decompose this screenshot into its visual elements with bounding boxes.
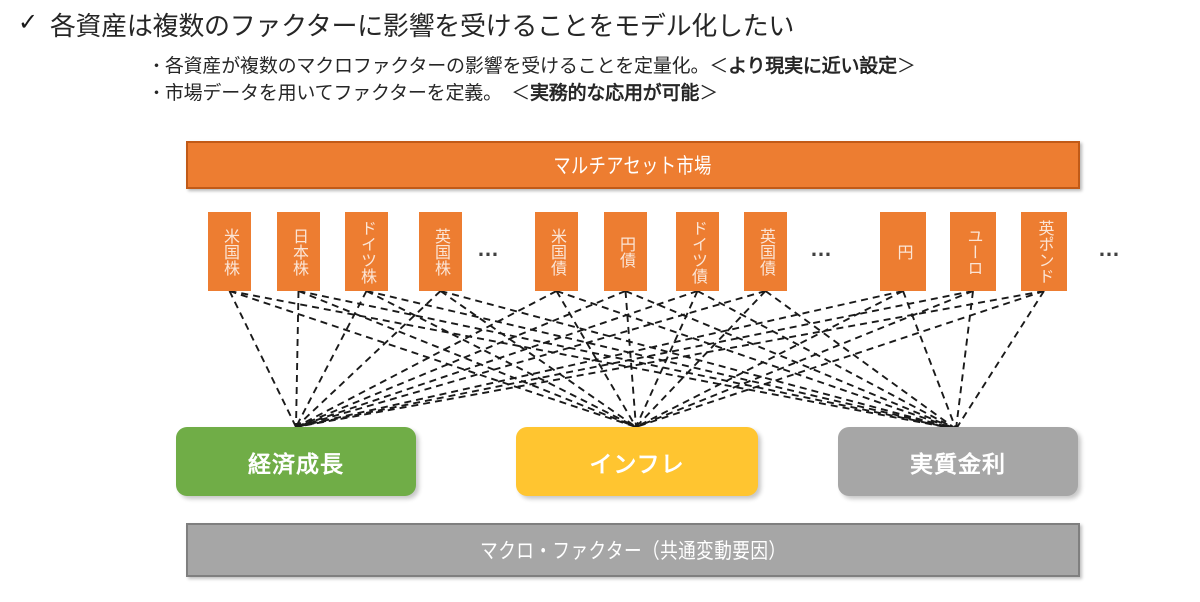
- factor-link: [635, 290, 699, 428]
- bullet-text-tail: ＞: [896, 56, 916, 77]
- asset-box-label: 英国債: [757, 227, 774, 276]
- bullet-text: 市場データを用いてファクターを定義。 ＜: [164, 83, 530, 104]
- factor-link: [366, 290, 637, 428]
- asset-box-label: ドイツ株: [358, 219, 375, 284]
- factor-link: [298, 290, 637, 428]
- factor-link: [902, 290, 957, 430]
- asset-box[interactable]: 英国株: [419, 212, 462, 291]
- asset-box[interactable]: 英ポンド: [1021, 212, 1067, 291]
- factor-link: [295, 290, 974, 428]
- bullet-emphasis: より現実に近い設定: [728, 56, 897, 77]
- macro-factor-bar-label: マクロ・ファクター（共通変動要因）: [479, 540, 787, 563]
- factor-link: [228, 290, 297, 428]
- factor-link: [295, 290, 300, 428]
- bullet-marker: ・: [148, 57, 165, 76]
- asset-box-label: ドイツ債: [689, 219, 706, 284]
- asset-box[interactable]: ユーロ: [950, 212, 996, 291]
- factor-link: [295, 290, 1045, 428]
- factor-link: [635, 290, 974, 428]
- asset-group-ellipsis: …: [1098, 236, 1123, 261]
- factor-box-rates[interactable]: 実質金利: [838, 427, 1078, 496]
- factor-link: [440, 290, 957, 430]
- factor-link: [366, 290, 957, 430]
- page-title-text: 各資産は複数のファクターに影響を受けることをモデル化したい: [49, 10, 795, 41]
- asset-box-label: 日本株: [290, 227, 307, 276]
- market-bar-label: マルチアセット市場: [553, 155, 713, 178]
- factor-link: [295, 290, 626, 428]
- factor-link: [955, 290, 974, 430]
- factor-link: [635, 290, 1045, 428]
- bullet-list: ・各資産が複数のマクロファクターの影響を受けることを定量化。＜より現実に近い設定…: [148, 53, 1188, 107]
- factor-link: [625, 290, 957, 430]
- asset-box[interactable]: 円債: [604, 212, 647, 291]
- asset-group-ellipsis: …: [477, 236, 502, 261]
- list-item: ・市場データを用いてファクターを定義。 ＜実務的な応用が可能＞: [148, 80, 1188, 107]
- factor-label: インフレ: [589, 450, 685, 477]
- market-bar: マルチアセット市場: [186, 141, 1080, 189]
- asset-box-label: 英国株: [432, 227, 449, 276]
- asset-box[interactable]: 米国株: [208, 212, 251, 291]
- factor-box-growth[interactable]: 経済成長: [176, 427, 416, 496]
- asset-box-label: 米国債: [548, 227, 565, 276]
- factor-link: [439, 290, 637, 428]
- factor-link: [295, 290, 904, 428]
- factor-box-inflation[interactable]: インフレ: [516, 427, 758, 496]
- bullet-text-tail: ＞: [699, 83, 718, 104]
- factor-link: [764, 290, 957, 430]
- bullet-marker: ・: [148, 84, 165, 103]
- factor-link: [229, 290, 637, 428]
- factor-link: [295, 290, 698, 428]
- factor-link: [295, 290, 368, 428]
- factor-link: [298, 290, 957, 430]
- factor-link: [555, 290, 637, 428]
- asset-box[interactable]: 日本株: [277, 212, 320, 291]
- factor-link: [295, 290, 442, 428]
- factor-link: [295, 290, 557, 428]
- check-icon: ✓: [18, 9, 38, 36]
- asset-box-label: 米国株: [221, 227, 238, 276]
- factor-link: [635, 290, 767, 428]
- asset-box[interactable]: 米国債: [535, 212, 578, 291]
- factor-link: [229, 290, 957, 430]
- asset-box-label: 英ポンド: [1035, 219, 1053, 284]
- factor-link: [624, 290, 637, 428]
- factor-label: 実質金利: [910, 450, 1006, 477]
- factor-label: 経済成長: [248, 450, 344, 477]
- list-item: ・各資産が複数のマクロファクターの影響を受けることを定量化。＜より現実に近い設定…: [148, 53, 1188, 80]
- factor-link: [635, 290, 904, 428]
- asset-box-label: 円債: [617, 235, 634, 268]
- asset-box[interactable]: 円: [880, 212, 926, 291]
- bullet-emphasis: 実務的な応用が可能: [529, 83, 700, 104]
- asset-group-ellipsis: …: [810, 236, 835, 261]
- factor-link: [556, 290, 957, 430]
- asset-box-label: ユーロ: [964, 227, 982, 276]
- macro-factor-bar: マクロ・ファクター（共通変動要因）: [186, 523, 1080, 577]
- factor-link: [697, 290, 957, 430]
- factor-link: [955, 290, 1045, 430]
- asset-box[interactable]: ドイツ株: [345, 212, 388, 291]
- page-title: ✓ 各資産は複数のファクターに影響を受けることをモデル化したい: [18, 4, 1188, 44]
- bullet-text: 各資産が複数のマクロファクターの影響を受けることを定量化。＜: [164, 56, 729, 77]
- factor-link: [295, 290, 766, 428]
- asset-box[interactable]: 英国債: [744, 212, 787, 291]
- asset-box[interactable]: ドイツ債: [676, 212, 719, 291]
- asset-box-label: 円: [894, 243, 912, 260]
